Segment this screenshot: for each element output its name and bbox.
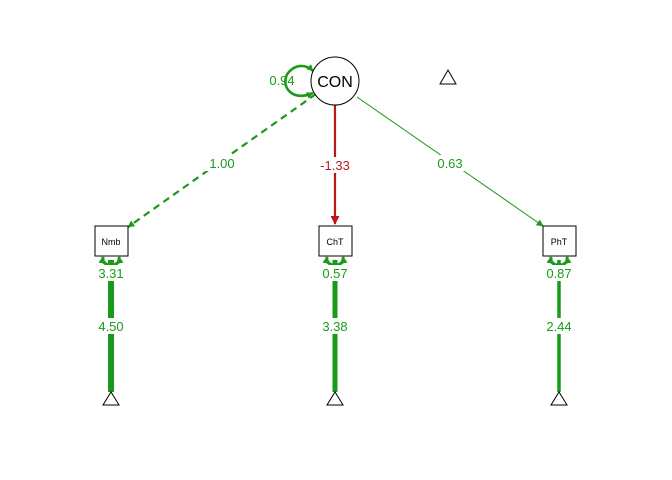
loading-path-nmb [127, 93, 317, 228]
latent-intercept-triangle [439, 68, 457, 85]
loading-label-pht: 0.63 [437, 156, 462, 171]
latent-node-con [310, 56, 360, 106]
indicator-node-cht [318, 225, 353, 257]
indicator-label-nmb: Nmb [101, 237, 120, 247]
latent-variance-label: 0.94 [269, 73, 294, 88]
indicator-label-pht: PhT [551, 237, 568, 247]
loading-label-nmb: 1.00 [209, 156, 234, 171]
intercept-triangle-nmb [102, 391, 120, 406]
indicator-node-pht [542, 225, 577, 257]
latent-node-label: CON [317, 74, 353, 91]
intercept-label-cht: 3.38 [322, 319, 347, 334]
indicator-node-nmb [94, 225, 129, 257]
residual-variance-label-cht: 0.57 [322, 266, 347, 281]
residual-variance-label-pht: 0.87 [546, 266, 571, 281]
intercept-triangle-pht [550, 391, 568, 406]
indicator-label-cht: ChT [326, 237, 344, 247]
intercept-label-nmb: 4.50 [98, 319, 123, 334]
residual-variance-label-nmb: 3.31 [98, 266, 123, 281]
latent-variance-loop [284, 64, 314, 99]
loading-label-cht: -1.33 [320, 158, 350, 173]
intercept-triangle-cht [326, 391, 344, 406]
intercept-label-pht: 2.44 [546, 319, 571, 334]
